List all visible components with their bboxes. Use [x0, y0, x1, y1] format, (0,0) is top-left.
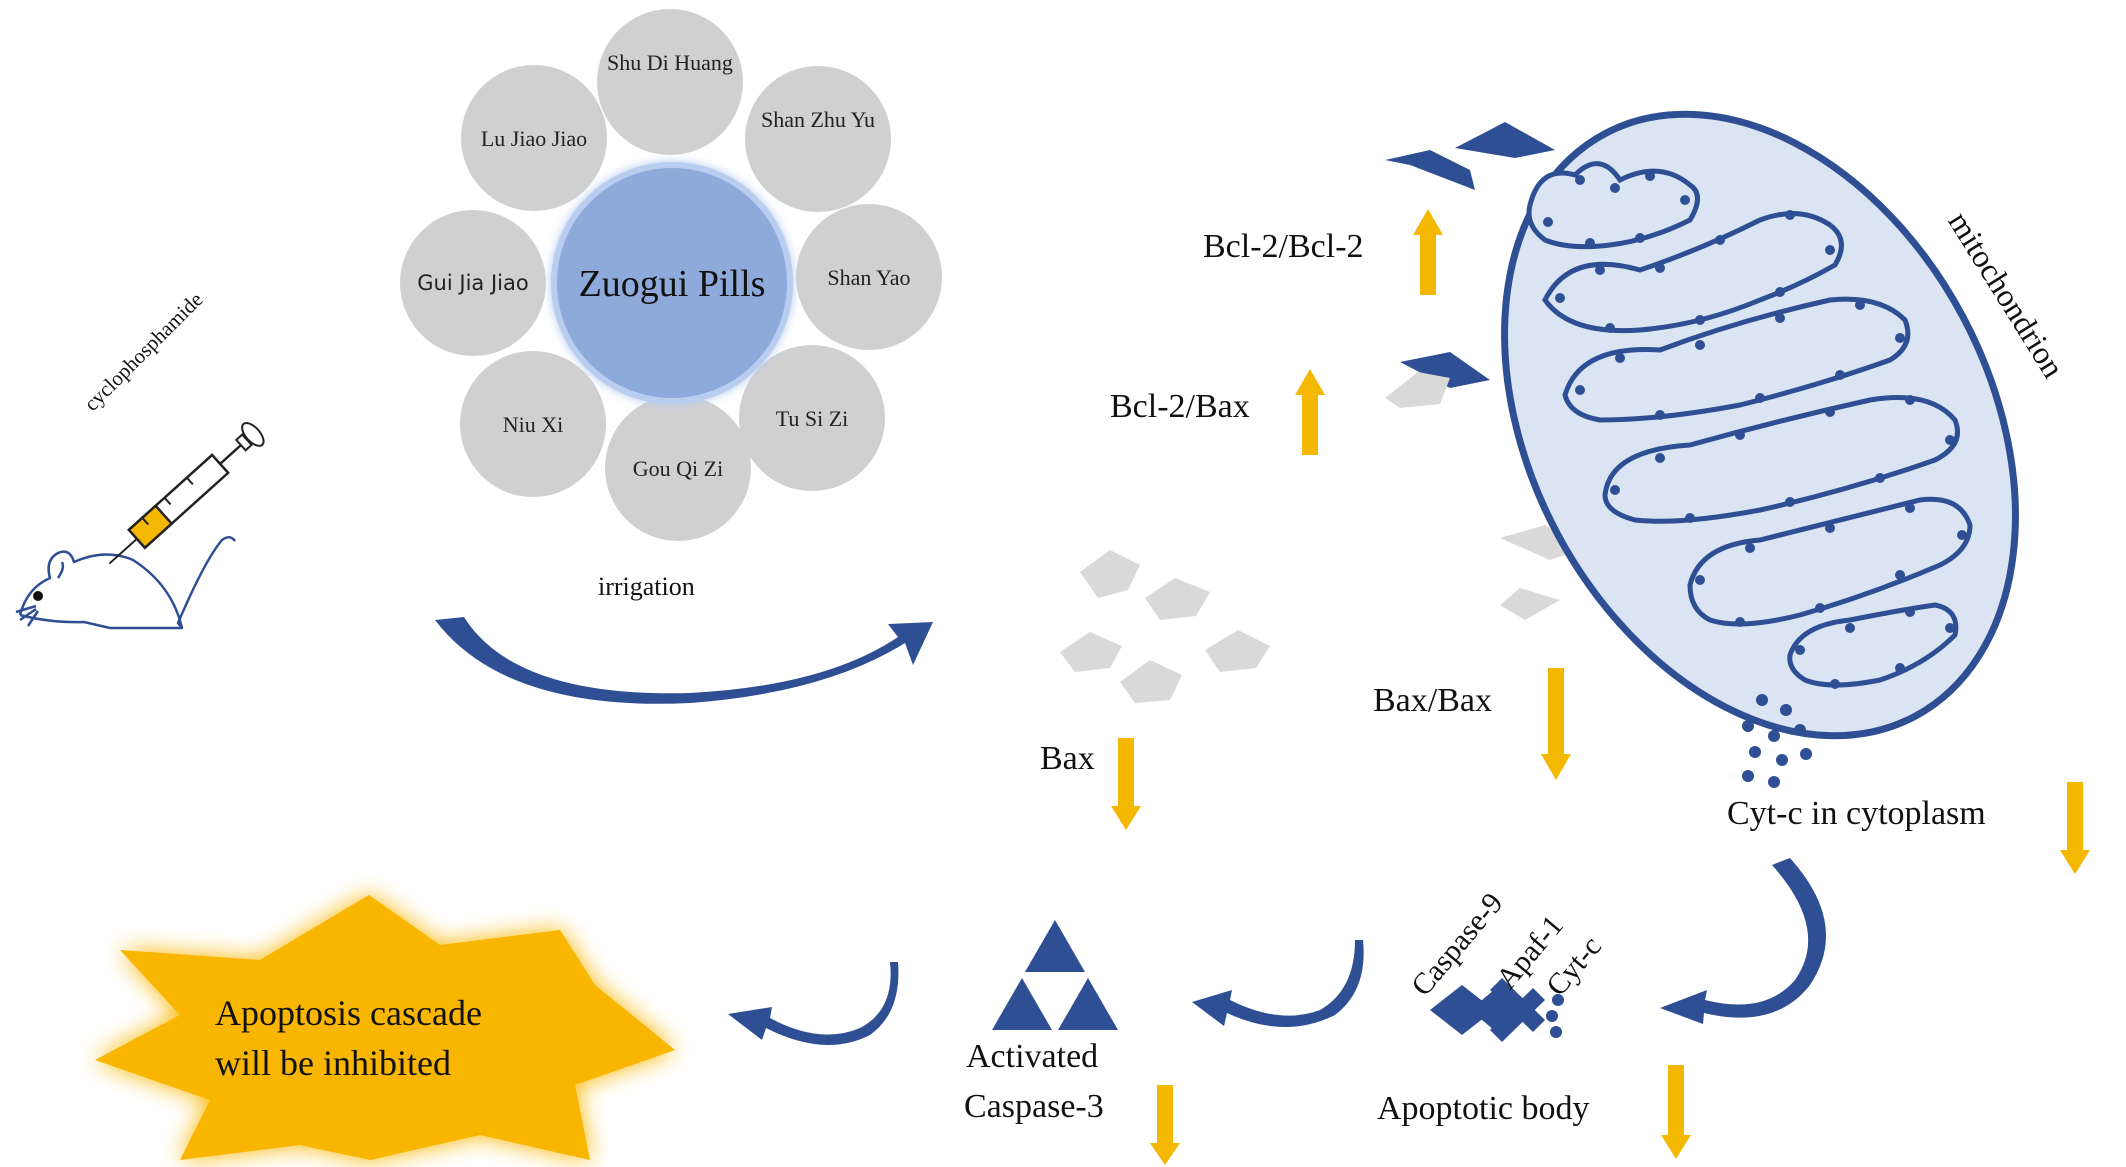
arrow-cytc-to-complex — [1660, 858, 1826, 1024]
herb-label-gui-jia-jiao: Gui Jia Jiao — [417, 271, 529, 295]
arrow-down-caspase3 — [1150, 1085, 1180, 1165]
syringe-drawing — [108, 422, 265, 565]
herb-circle-shan-yao — [796, 204, 942, 350]
label-activated: Activated — [966, 1038, 1099, 1075]
label-caspase-3: Caspase-3 — [964, 1088, 1104, 1125]
arrow-caspase3-to-outcome — [728, 962, 899, 1045]
arrow-complex-to-caspase3 — [1192, 940, 1364, 1028]
arrow-down-bax-bax — [1541, 668, 1571, 780]
herb-label-shu-di-huang: Shu Di Huang — [607, 50, 733, 75]
herb-circle-niu-xi — [460, 351, 606, 497]
irrigation-label: irrigation — [598, 572, 695, 601]
label-cytc-cytoplasm: Cyt-c in cytoplasm — [1727, 795, 1986, 832]
herb-label-niu-xi: Niu Xi — [502, 412, 564, 437]
herb-circle-gou-qi-zi — [605, 395, 751, 541]
herb-circle-shan-zhu-yu — [745, 66, 891, 212]
flow-arrows — [728, 858, 1826, 1045]
mouse-eye — [33, 591, 43, 601]
herb-label-lu-jiao-jiao: Lu Jiao Jiao — [480, 126, 588, 151]
arrow-down-cytc — [2060, 782, 2090, 874]
outcome-line-2: will be inhibited — [215, 1043, 451, 1083]
herb-circle-gui-jia-jiao — [400, 210, 546, 356]
label-bax: Bax — [1040, 740, 1095, 777]
arrow-up-bcl2-bcl2 — [1413, 209, 1443, 295]
arrow-down-apoptotic-body — [1661, 1065, 1691, 1159]
center-label: Zuogui Pills — [578, 263, 766, 305]
herb-circle-shu-di-huang — [597, 9, 743, 155]
arrow-down-bax — [1111, 738, 1141, 830]
arrow-up-bcl2-bax — [1295, 369, 1325, 455]
herb-circle-tu-si-zi — [739, 345, 885, 491]
center-circle — [551, 162, 793, 404]
caspase3-triangle — [992, 920, 1118, 1030]
outcome-line-1: Apoptosis cascade — [215, 993, 482, 1033]
herb-circle-lu-jiao-jiao — [461, 65, 607, 211]
mitochondrion-drawing — [1385, 110, 2019, 788]
herb-circles — [400, 9, 942, 541]
herb-label-shan-yao: Shan Yao — [827, 265, 911, 290]
indicator-arrows — [1111, 209, 2090, 1165]
outcome-star — [95, 895, 675, 1160]
herb-label-tu-si-zi: Tu Si Zi — [775, 406, 849, 431]
herb-label-gou-qi-zi: Gou Qi Zi — [632, 456, 724, 481]
herb-label-shan-zhu-yu: Shan Zhu Yu — [760, 107, 876, 132]
label-apoptotic-body: Apoptotic body — [1377, 1090, 1590, 1127]
mouse-drawing — [15, 536, 237, 630]
irrigation-arrow — [435, 617, 933, 704]
apoptosome-complex — [1430, 978, 1564, 1042]
label-bax-bax: Bax/Bax — [1373, 682, 1492, 719]
label-bcl2-bax: Bcl-2/Bax — [1110, 388, 1250, 425]
bax-shapes — [1060, 550, 1270, 703]
label-bcl2-bcl2: Bcl-2/Bcl-2 — [1203, 228, 1364, 265]
